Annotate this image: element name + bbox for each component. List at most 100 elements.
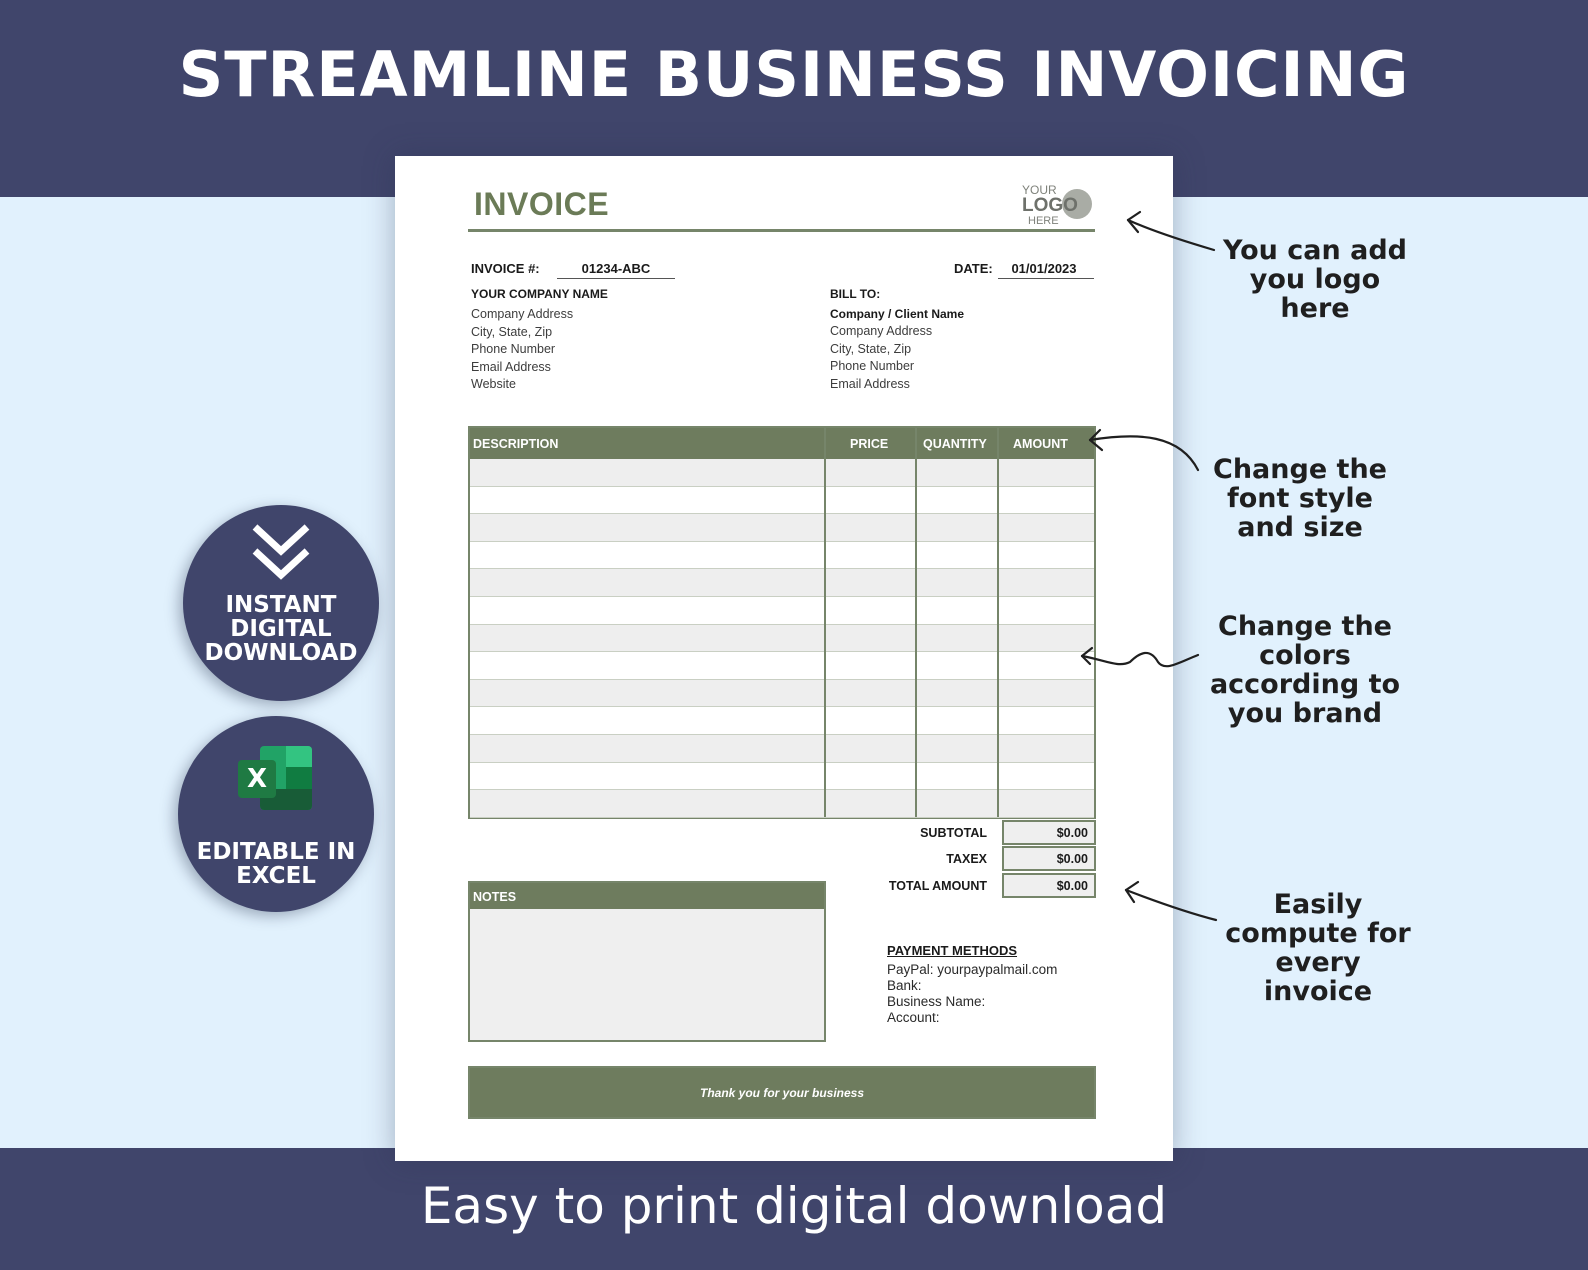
total-amount-value[interactable]: $0.00 <box>1002 873 1096 898</box>
callout-line: every <box>1275 947 1361 978</box>
table-row[interactable] <box>470 459 1094 487</box>
notes-box[interactable]: NOTES <box>468 881 826 1042</box>
client-line: City, State, Zip <box>830 341 912 356</box>
payment-line: Business Name: <box>887 994 986 1009</box>
instant-download-badge: INSTANT DIGITAL DOWNLOAD <box>183 505 379 701</box>
invoice-title: INVOICE <box>474 186 610 222</box>
callout-compute: Easily compute for every invoice <box>1218 890 1418 1006</box>
client-details: Company Address City, State, Zip Phone N… <box>830 323 932 393</box>
double-chevron-down-icon <box>252 524 310 580</box>
badge-line: DOWNLOAD <box>204 640 358 666</box>
badge-line: INSTANT <box>225 592 337 618</box>
subtotal-value[interactable]: $0.00 <box>1002 820 1096 845</box>
callout-line: compute for <box>1225 918 1411 949</box>
invoice-number-label: INVOICE #: <box>471 261 540 276</box>
arrow-logo <box>1126 218 1216 252</box>
company-line: City, State, Zip <box>471 324 553 339</box>
table-row[interactable] <box>470 652 1094 680</box>
line-items-table: DESCRIPTION PRICE QUANTITY AMOUNT <box>468 426 1096 819</box>
callout-line: invoice <box>1263 976 1373 1007</box>
company-line: Company Address <box>471 307 574 321</box>
callout-line: font style <box>1227 483 1373 514</box>
thank-you-banner: Thank you for your business <box>468 1066 1096 1119</box>
logo-text-3: HERE <box>1028 215 1059 227</box>
callout-line: Change the <box>1213 454 1387 485</box>
callout-line: here <box>1280 293 1350 324</box>
editable-excel-badge: X EDITABLE IN EXCEL <box>178 716 374 912</box>
callout-line: You can add <box>1223 235 1407 266</box>
table-row[interactable] <box>470 735 1094 763</box>
bill-to-label: BILL TO: <box>830 287 881 301</box>
arrow-compute-head <box>1124 880 1140 904</box>
callout-line: and size <box>1237 512 1363 543</box>
callout-logo: You can add you logo here <box>1215 236 1415 323</box>
table-row[interactable] <box>470 487 1094 515</box>
arrow-colors <box>1080 651 1200 668</box>
header-quantity: QUANTITY <box>923 437 987 451</box>
instant-download-text: INSTANT DIGITAL DOWNLOAD <box>183 593 379 665</box>
arrow-font <box>1088 435 1200 472</box>
company-details: Company Address City, State, Zip Phone N… <box>471 306 573 394</box>
table-row[interactable] <box>470 707 1094 735</box>
excel-sheet-cell <box>286 767 312 789</box>
client-line: Phone Number <box>830 359 915 373</box>
table-row[interactable] <box>470 514 1094 542</box>
column-divider <box>915 428 917 817</box>
company-line: Email Address <box>471 359 551 374</box>
arrow-compute <box>1124 888 1218 922</box>
table-header: DESCRIPTION PRICE QUANTITY AMOUNT <box>470 428 1094 459</box>
invoice-number-field[interactable]: 01234-ABC <box>581 261 651 276</box>
excel-sheet-cell <box>286 746 312 767</box>
invoice-paper: INVOICE YOUR LOGO HERE INVOICE #: 01234-… <box>395 156 1173 1161</box>
thank-you-text: Thank you for your business <box>699 1086 865 1100</box>
callout-line: Easily <box>1273 889 1363 920</box>
table-row[interactable] <box>470 790 1094 818</box>
payment-line: PayPal: yourpaypalmail.com <box>887 962 1058 977</box>
callout-font: Change the font style and size <box>1205 455 1395 542</box>
logo-placeholder-icon: YOUR LOGO HERE <box>1018 181 1096 229</box>
invoice-number-underline <box>557 278 675 279</box>
date-field[interactable]: 01/01/2023 <box>1011 261 1077 276</box>
header-description: DESCRIPTION <box>473 437 559 451</box>
client-line: Company Address <box>830 324 933 338</box>
table-row[interactable] <box>470 624 1094 653</box>
arrow-font-head <box>1088 428 1104 452</box>
table-row[interactable] <box>470 569 1094 597</box>
title-divider <box>468 229 1095 232</box>
table-row[interactable] <box>470 542 1094 570</box>
company-line: Website <box>471 377 516 391</box>
table-row[interactable] <box>470 763 1094 791</box>
badge-line: DIGITAL <box>230 616 332 642</box>
callout-line: according to <box>1209 669 1401 700</box>
header-price: PRICE <box>850 437 889 451</box>
notes-label: NOTES <box>470 883 824 909</box>
header-amount: AMOUNT <box>1013 437 1068 451</box>
logo-text-1: YOUR <box>1022 183 1057 197</box>
bottom-banner <box>0 1148 1588 1270</box>
payment-methods-title: PAYMENT METHODS <box>887 943 1018 958</box>
callout-line: Change the <box>1218 611 1392 642</box>
date-underline <box>998 278 1094 279</box>
company-name: YOUR COMPANY NAME <box>471 287 608 301</box>
editable-excel-text: EDITABLE IN EXCEL <box>178 840 374 888</box>
logo-circle <box>1062 189 1092 219</box>
callout-line: you logo <box>1249 264 1381 295</box>
client-line: Email Address <box>830 376 910 391</box>
excel-x-tile: X <box>238 760 276 798</box>
table-row[interactable] <box>470 679 1094 708</box>
tax-label: TAXEX <box>946 852 987 866</box>
callout-colors: Change the colors according to you brand <box>1200 612 1410 728</box>
payment-line: Account: <box>887 1010 940 1025</box>
tax-value[interactable]: $0.00 <box>1002 846 1096 871</box>
excel-icon: X <box>238 746 314 810</box>
badge-line: EDITABLE IN <box>196 839 356 865</box>
total-amount-label: TOTAL AMOUNT <box>888 879 987 893</box>
subtotal-label: SUBTOTAL <box>920 826 987 840</box>
column-divider <box>997 428 999 817</box>
company-line: Phone Number <box>471 342 556 356</box>
arrow-logo-head <box>1126 210 1142 234</box>
table-row[interactable] <box>470 597 1094 625</box>
client-name: Company / Client Name <box>830 307 965 321</box>
column-divider <box>824 428 826 817</box>
